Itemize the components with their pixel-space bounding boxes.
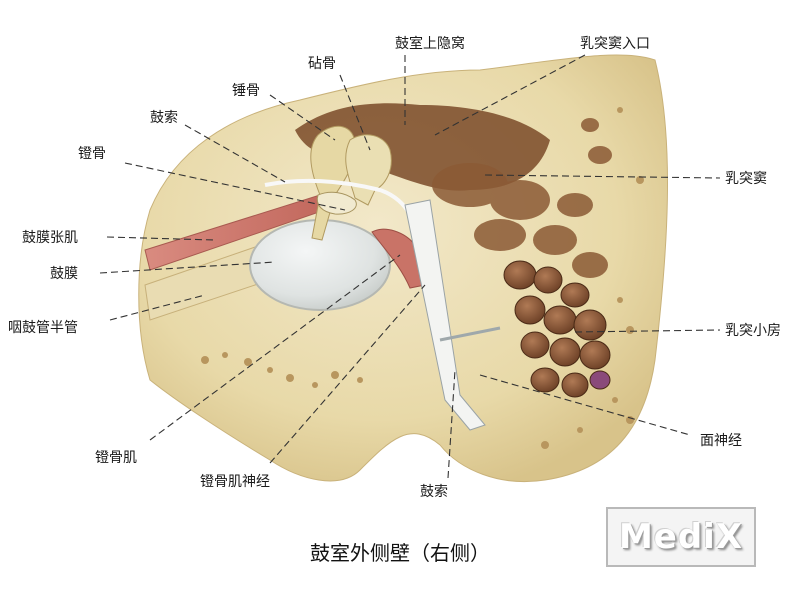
facial-nerve [404, 199, 486, 431]
label-tensor-tympani: 鼓膜张肌 [22, 230, 78, 246]
label-malleus: 锤骨 [232, 83, 260, 99]
label-pharyngotympanic-semicanal: 咽鼓管半管 [8, 320, 78, 336]
label-stapes: 镫骨 [78, 146, 106, 162]
label-tympanic-membrane: 鼓膜 [50, 266, 78, 282]
medix-watermark: MediX [606, 507, 756, 567]
label-mastoid-antrum: 乳突窦 [725, 171, 767, 187]
mastoid-cells [503, 260, 611, 398]
chorda-tympani-branch [439, 326, 501, 342]
figure-title: 鼓室外侧壁（右侧） [310, 541, 490, 565]
incus-ossicle [345, 134, 392, 206]
stapedius-muscle [371, 228, 426, 289]
label-mastoid-cells: 乳突小房 [725, 323, 781, 339]
leader-lines [99, 54, 721, 479]
stapes-ossicle [316, 191, 357, 215]
mastoid-antrum-spongy [432, 118, 612, 278]
label-facial-nerve: 面神经 [700, 433, 742, 449]
label-chorda-tympani-top: 鼓索 [150, 109, 178, 126]
label-stapedius-nerve: 镫骨肌神经 [200, 474, 270, 490]
label-epitympanic-recess: 鼓室上隐窝 [395, 35, 465, 52]
label-incus: 砧骨 [308, 56, 336, 72]
label-chorda-tympani-bottom: 鼓索 [420, 483, 448, 500]
label-mastoid-antrum-entrance: 乳突窦入口 [580, 36, 650, 52]
chorda-tympani-nerve [264, 178, 412, 216]
watermark-text: MediX [618, 517, 744, 557]
label-stapedius: 镫骨肌 [95, 450, 137, 466]
